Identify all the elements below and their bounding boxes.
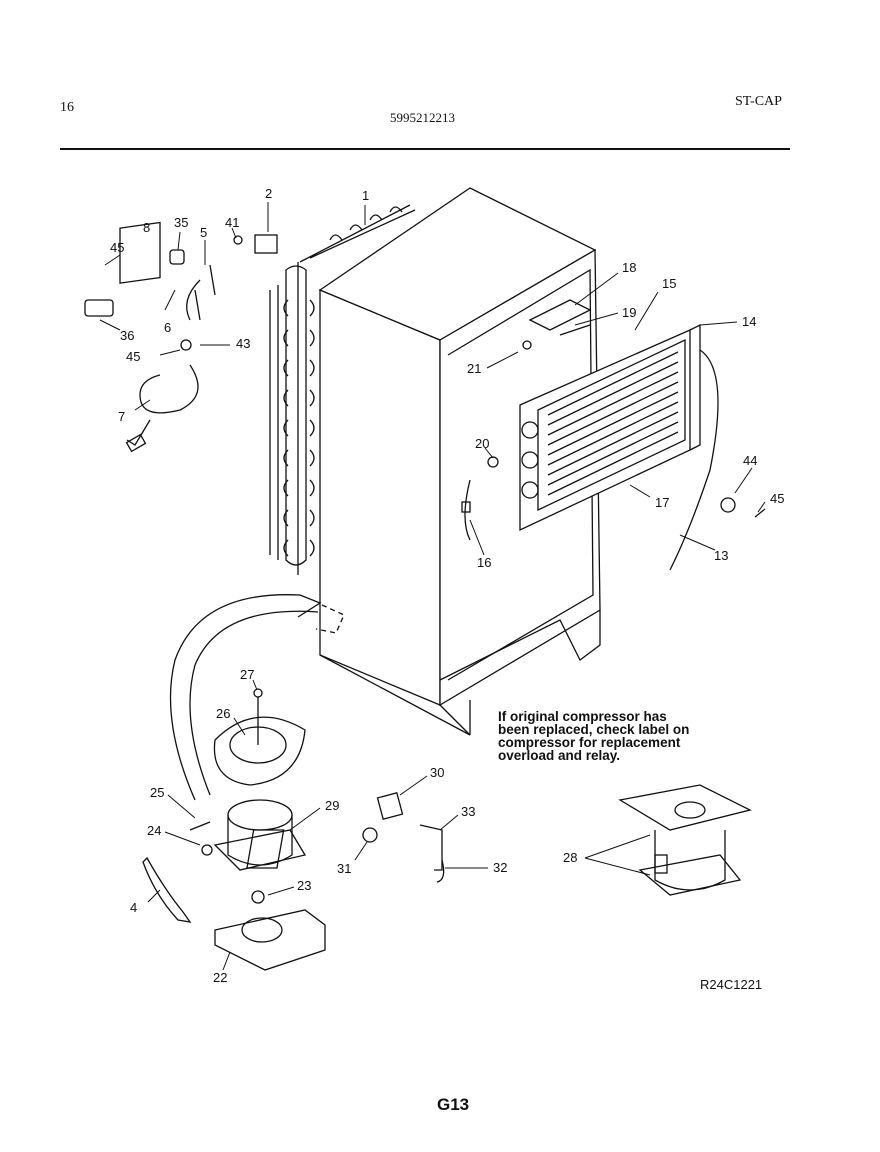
relay-overload [246,791,445,883]
callout-1: 1 [362,188,369,203]
callout-31: 31 [337,861,351,876]
callout-33: 33 [461,804,475,819]
compressor-assembly [142,688,326,971]
note-line-3: compressor for replacement [498,735,681,750]
part-number: 5995212213 [390,110,455,125]
callout-leaders [99,202,766,971]
control-components [84,221,278,453]
callout-17: 17 [655,495,669,510]
callout-28: 28 [563,850,577,865]
reference-code: R24C1221 [700,977,763,992]
page-code: G13 [437,1095,470,1114]
callout-18: 18 [622,260,636,275]
callout-7: 7 [118,409,125,424]
callout-24: 24 [147,823,161,838]
note-line-1: If original compressor has [498,709,667,724]
note-line-2: been replaced, check label on [498,722,690,737]
callout-29: 29 [325,798,339,813]
callout-15: 15 [662,276,676,291]
suction-tube [169,594,345,801]
callout-41: 41 [225,215,239,230]
callout-30: 30 [430,765,444,780]
callout-43: 43 [236,336,250,351]
callout-27: 27 [240,667,254,682]
mounting-parts [461,299,766,541]
callout-16: 16 [477,555,491,570]
page-number: 16 [60,100,74,115]
model-code: ST-CAP [735,94,782,109]
evaporator [519,323,719,571]
callout-25: 25 [150,785,164,800]
callout-36: 36 [120,328,134,343]
callout-23: 23 [297,878,311,893]
callout-13: 13 [714,548,728,563]
callout-44: 44 [743,453,757,468]
callout-6: 6 [164,320,171,335]
callout-32: 32 [493,860,507,875]
callout-8: 8 [143,220,150,235]
compressor-note: If original compressor has been replaced… [498,709,738,763]
callout-5: 5 [200,225,207,240]
callout-2: 2 [265,186,272,201]
callout-20: 20 [475,436,489,451]
callout-14: 14 [742,314,756,329]
callout-45: 45 [110,240,124,255]
callout-22: 22 [213,970,227,985]
callout-4: 4 [130,900,137,915]
replacement-compressor [618,784,752,896]
condenser-coil [269,204,416,575]
callout-labels: 1 2 41 35 8 45 5 36 6 45 43 7 18 15 14 1… [110,186,784,985]
note-line-4: overload and relay. [498,748,621,763]
callout-35: 35 [174,215,188,230]
callout-26: 26 [216,706,230,721]
header-rule [60,148,790,150]
callout-21: 21 [467,361,481,376]
callout-45b: 45 [126,349,140,364]
callout-19: 19 [622,305,636,320]
callout-45c: 45 [770,491,784,506]
